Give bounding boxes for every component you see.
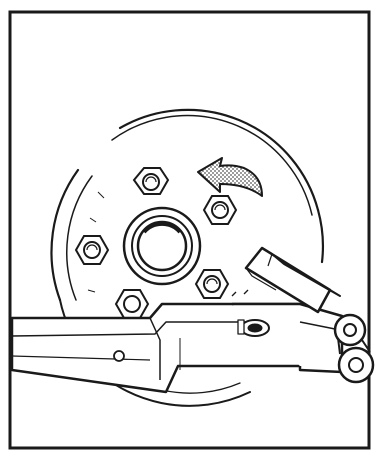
lug-nut-left xyxy=(76,236,108,264)
lug-nut-top xyxy=(134,168,168,194)
figure-border xyxy=(10,12,369,448)
motion-marks xyxy=(232,290,248,296)
rotation-arrow-icon xyxy=(198,158,262,196)
lug-nut-bottom xyxy=(116,290,148,318)
wheel-hub xyxy=(124,208,200,284)
lug-nut-lower-right xyxy=(196,270,228,298)
lug-wrench-extension-arm xyxy=(246,248,340,312)
lug-nut-upper-right xyxy=(204,196,236,224)
